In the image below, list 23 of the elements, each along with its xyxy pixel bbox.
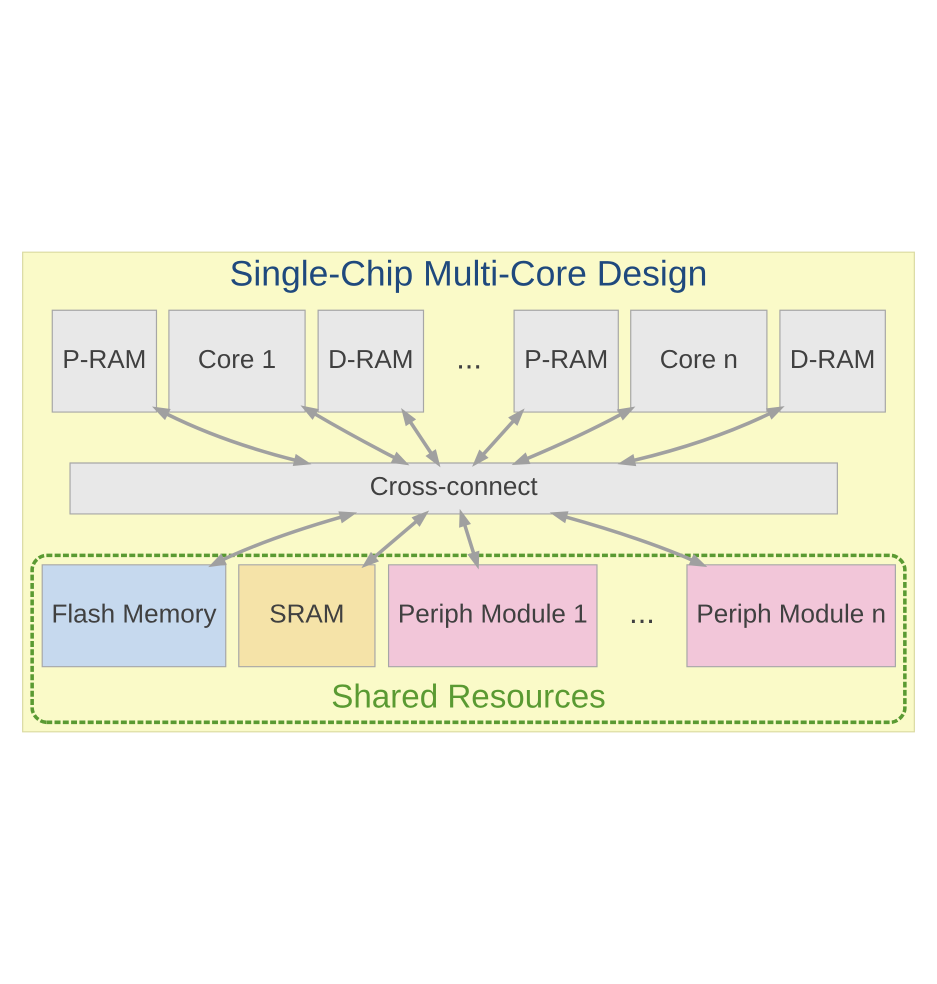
node-box: Periph Module 1: [388, 564, 598, 668]
label: ...: [629, 595, 655, 630]
label: ...: [456, 340, 482, 376]
arrow: [300, 405, 410, 466]
node-box: P-RAM: [52, 310, 158, 413]
node-box: SRAM: [238, 564, 376, 668]
node-box: Flash Memory: [42, 564, 226, 668]
node-box: Core 1: [168, 310, 306, 413]
node-box: Cross-connect: [69, 462, 838, 514]
arrow: [512, 406, 636, 466]
arrow: [401, 408, 440, 468]
node-box: Core n: [630, 310, 768, 413]
arrow: [361, 510, 430, 568]
arrow: [550, 511, 708, 568]
arrow: [618, 406, 785, 466]
arrow: [459, 508, 480, 570]
node-box: D-RAM: [779, 310, 886, 413]
node-box: P-RAM: [514, 310, 619, 413]
arrow: [472, 408, 525, 467]
arrow: [152, 406, 312, 466]
node-box: Periph Module n: [686, 564, 896, 668]
arrow: [208, 511, 358, 568]
node-box: D-RAM: [318, 310, 424, 413]
